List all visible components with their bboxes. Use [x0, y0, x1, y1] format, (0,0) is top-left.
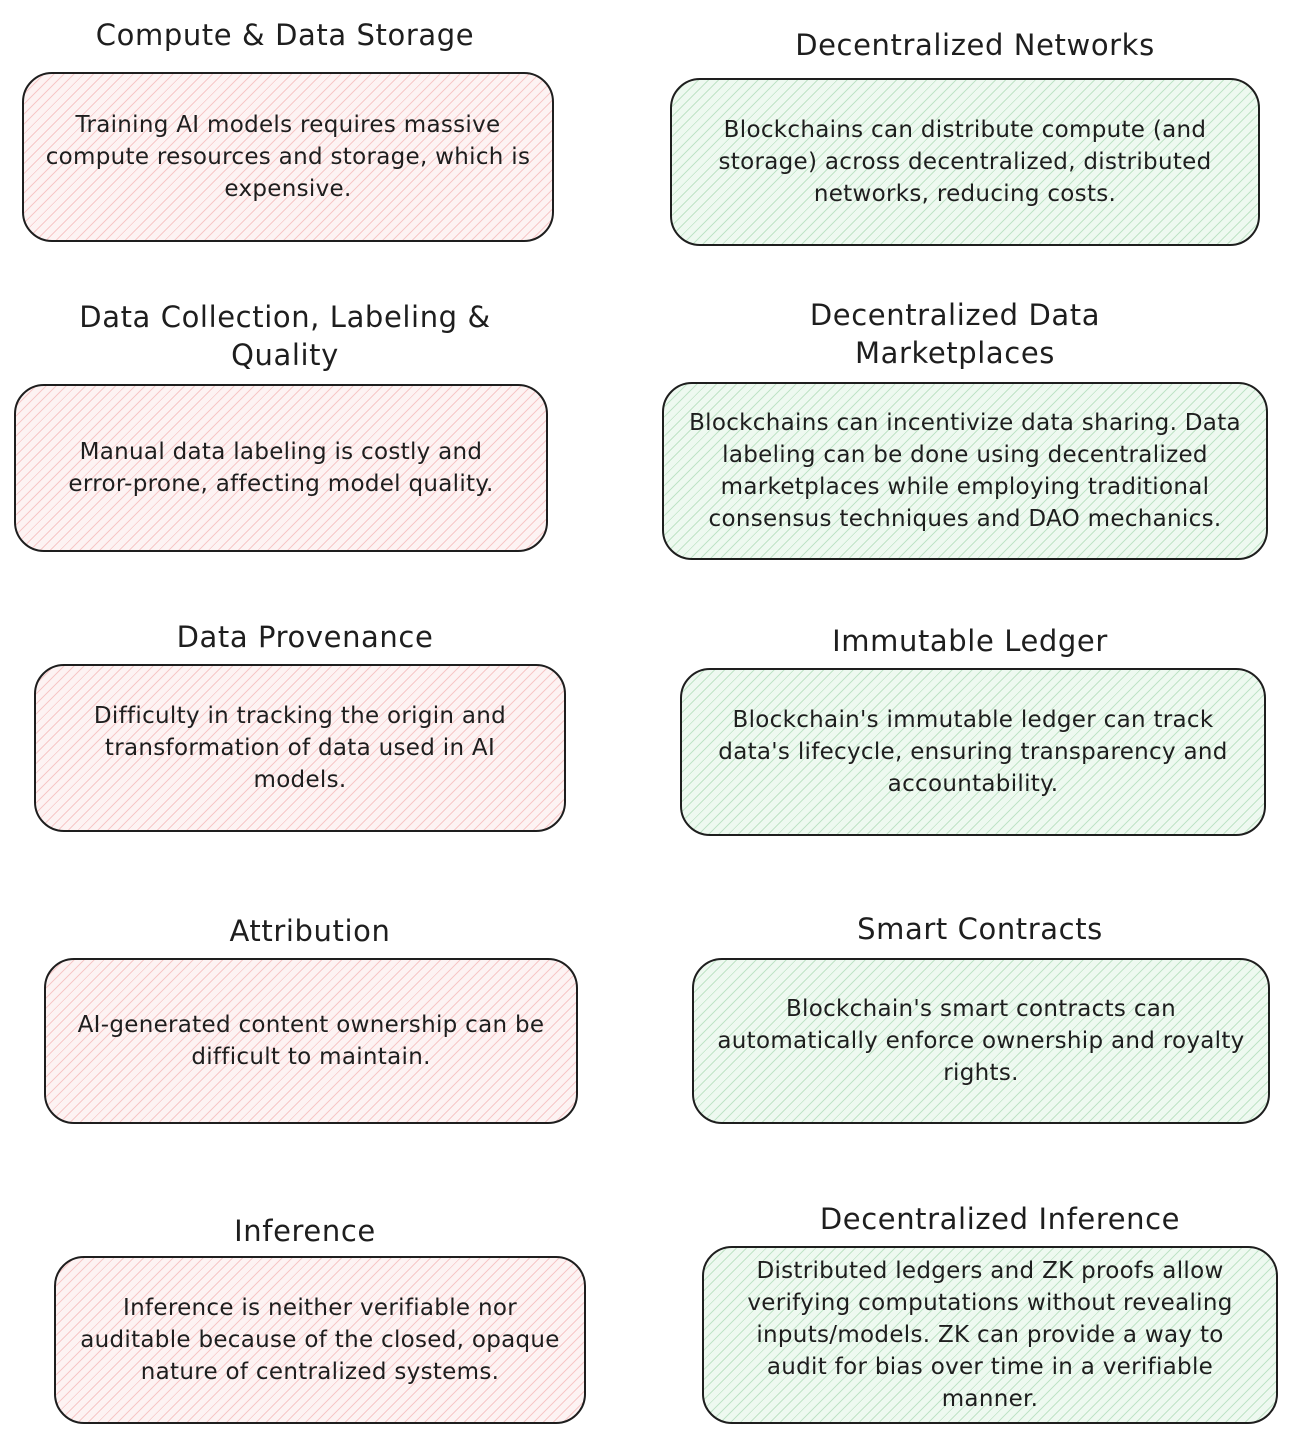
solution-card: Blockchain's immutable ledger can track … — [680, 668, 1266, 836]
solution-card: Blockchains can distribute compute (and … — [670, 78, 1260, 246]
problem-title: Inference — [234, 1214, 376, 1248]
problem-card: Training AI models requires massive comp… — [22, 72, 554, 242]
problem-card: AI-generated content ownership can be di… — [44, 958, 578, 1124]
solution-card: Distributed ledgers and ZK proofs allow … — [702, 1246, 1278, 1424]
problem-text: AI-generated content ownership can be di… — [77, 1012, 545, 1070]
solution-text: Blockchain's smart contracts can automat… — [717, 996, 1245, 1086]
solution-title: Immutable Ledger — [832, 624, 1108, 658]
problem-text: Manual data labeling is costly and error… — [68, 439, 494, 497]
problem-text: Training AI models requires massive comp… — [45, 112, 531, 202]
problem-card: Manual data labeling is costly and error… — [14, 384, 548, 552]
problem-title: Compute & Data Storage — [95, 18, 475, 52]
problem-card: Inference is neither verifiable nor audi… — [54, 1256, 586, 1424]
solution-text: Distributed ledgers and ZK proofs allow … — [747, 1258, 1233, 1412]
problem-title: Attribution — [229, 914, 391, 948]
solution-title: Decentralized Networks — [795, 28, 1155, 62]
problem-text: Inference is neither verifiable nor audi… — [80, 1295, 560, 1385]
solution-card: Blockchain's smart contracts can automat… — [692, 958, 1270, 1124]
solution-title: Smart Contracts — [857, 912, 1103, 946]
solution-card: Blockchains can incentivize data sharing… — [662, 382, 1268, 560]
problem-title: Data Provenance — [176, 620, 434, 654]
problem-text: Difficulty in tracking the origin and tr… — [93, 703, 507, 793]
problem-card: Difficulty in tracking the origin and tr… — [34, 664, 566, 832]
solution-text: Blockchain's immutable ledger can track … — [718, 707, 1228, 797]
solution-text: Blockchains can distribute compute (and … — [718, 117, 1212, 207]
solution-title: Decentralized Data Marketplaces — [809, 298, 1101, 370]
solution-text: Blockchains can incentivize data sharing… — [689, 410, 1241, 532]
problem-title: Data Collection, Labeling & Quality — [79, 300, 491, 372]
solution-title: Decentralized Inference — [819, 1202, 1181, 1236]
